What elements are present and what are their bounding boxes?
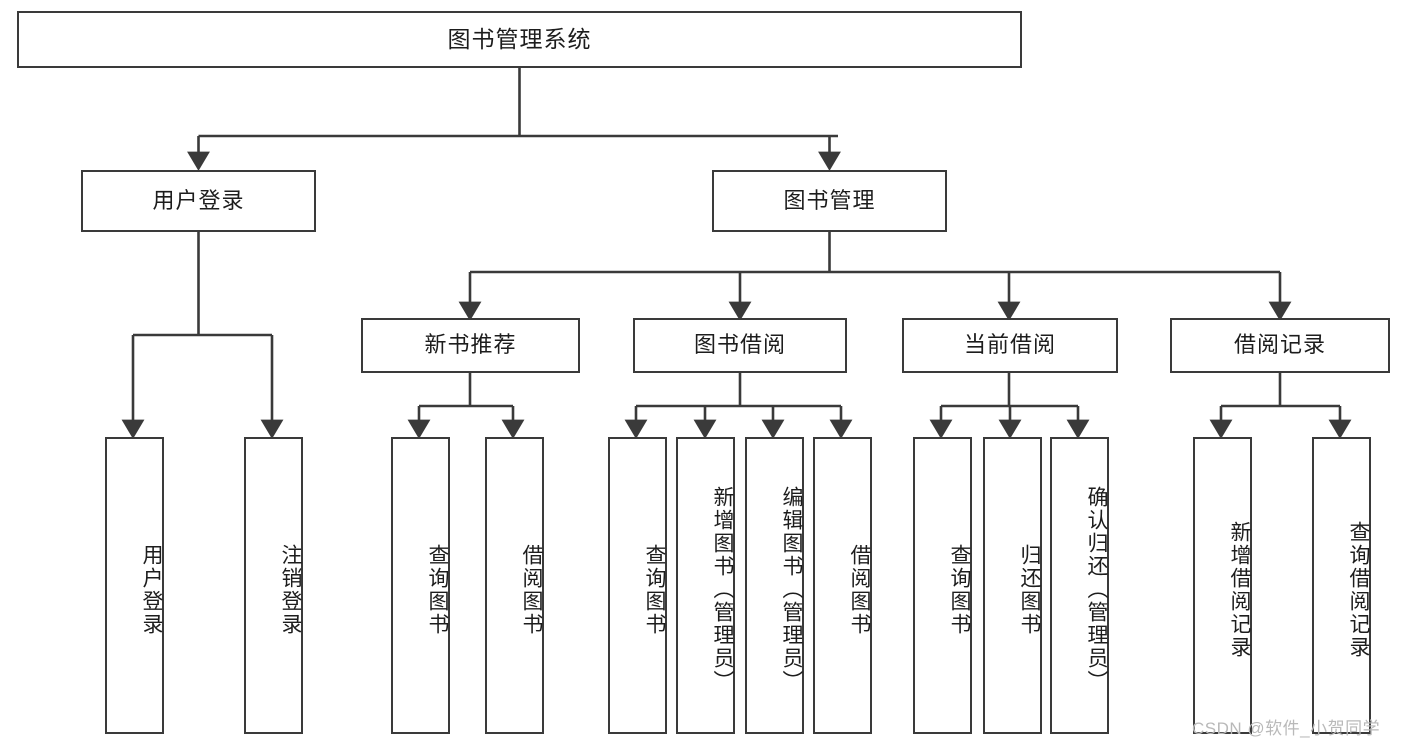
- leaf-query-book-borrowing[interactable]: 查询图书: [608, 437, 667, 734]
- leaf-borrow-book-recommendation[interactable]: 借阅图书: [485, 437, 544, 734]
- node-current-borrowing[interactable]: 当前借阅: [902, 318, 1118, 373]
- node-label: 查询借阅记录: [1347, 520, 1370, 659]
- node-label: 新书推荐: [424, 332, 517, 358]
- node-new-book-recommendation[interactable]: 新书推荐: [361, 318, 580, 373]
- node-label: 图书管理系统: [447, 25, 592, 52]
- leaf-add-book-admin[interactable]: 新增图书（管理员）: [676, 437, 735, 734]
- leaf-query-borrowing-record[interactable]: 查询借阅记录: [1312, 437, 1371, 734]
- node-label: 查询图书: [948, 543, 971, 636]
- node-label: 用户登录: [140, 543, 163, 636]
- leaf-add-borrowing-record[interactable]: 新增借阅记录: [1193, 437, 1252, 734]
- leaf-return-book[interactable]: 归还图书: [983, 437, 1042, 734]
- node-label: 注销登录: [279, 543, 302, 636]
- node-label: 借阅图书: [520, 543, 543, 636]
- node-label: 确认归还（管理员）: [1085, 486, 1108, 693]
- node-label: 图书管理: [783, 187, 876, 213]
- node-label: 编辑图书（管理员）: [780, 486, 803, 693]
- leaf-user-login[interactable]: 用户登录: [105, 437, 164, 734]
- leaf-borrow-book-borrowing[interactable]: 借阅图书: [813, 437, 872, 734]
- node-label: 当前借阅: [963, 332, 1056, 358]
- leaf-edit-book-admin[interactable]: 编辑图书（管理员）: [745, 437, 804, 734]
- leaf-logout[interactable]: 注销登录: [244, 437, 303, 734]
- node-label: 归还图书: [1018, 543, 1041, 636]
- node-label: 图书借阅: [693, 332, 786, 358]
- node-label: 查询图书: [426, 543, 449, 636]
- node-label: 新增借阅记录: [1228, 520, 1251, 659]
- node-borrowing-records[interactable]: 借阅记录: [1170, 318, 1390, 373]
- leaf-confirm-return-admin[interactable]: 确认归还（管理员）: [1050, 437, 1109, 734]
- node-label: 用户登录: [152, 187, 245, 213]
- node-user-login[interactable]: 用户登录: [81, 170, 316, 232]
- csdn-watermark: CSDN @软件_小贺同学: [1192, 719, 1381, 738]
- node-label: 查询图书: [643, 543, 666, 636]
- node-root-library-management-system[interactable]: 图书管理系统: [17, 11, 1022, 68]
- node-label: 借阅图书: [848, 543, 871, 636]
- leaf-query-book-current[interactable]: 查询图书: [913, 437, 972, 734]
- node-book-management[interactable]: 图书管理: [712, 170, 947, 232]
- leaf-query-book-recommendation[interactable]: 查询图书: [391, 437, 450, 734]
- node-label: 借阅记录: [1233, 332, 1326, 358]
- node-label: 新增图书（管理员）: [711, 486, 734, 693]
- node-book-borrowing[interactable]: 图书借阅: [633, 318, 847, 373]
